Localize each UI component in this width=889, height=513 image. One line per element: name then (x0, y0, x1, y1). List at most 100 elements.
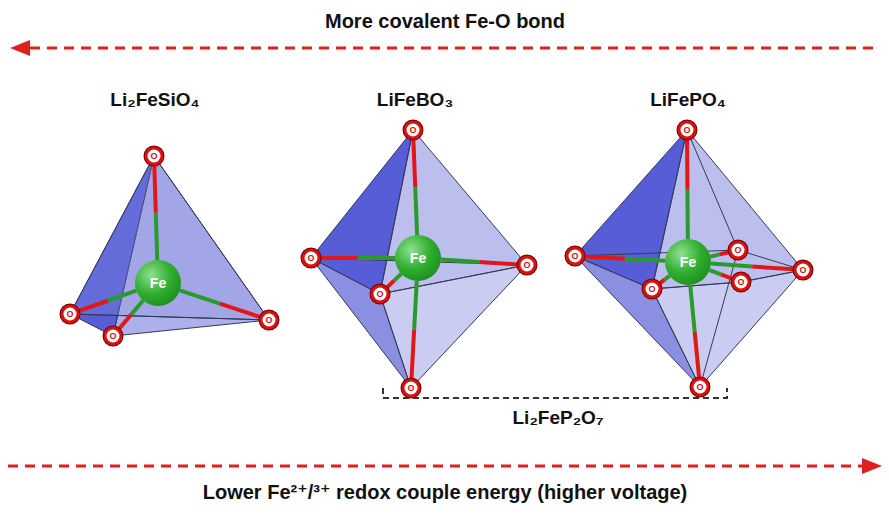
oxygen-atom: O (402, 379, 421, 398)
fe-o-bond (321, 258, 396, 259)
bond-segment (584, 257, 624, 259)
oxygen-atom: O (678, 121, 697, 140)
fe-o-bond (710, 252, 728, 256)
fe-o-bond (710, 270, 733, 279)
oxygen-atom: O (302, 249, 321, 268)
bond-segment (108, 291, 137, 301)
atom-symbol: O (571, 252, 578, 261)
bond-segment (625, 259, 665, 261)
bond-segment (79, 301, 108, 311)
atom-symbol: O (407, 384, 414, 393)
bond-segment (711, 264, 752, 267)
iron-atom: Fe (665, 239, 711, 285)
atom-symbol: O (696, 383, 703, 392)
bond-segment (180, 290, 220, 303)
bond-segment (131, 301, 143, 315)
atom-symbol: Fe (410, 250, 426, 266)
bond-segment (720, 252, 729, 254)
bond-segment (119, 315, 131, 329)
bond-segment (441, 259, 479, 261)
fe-o-bond (660, 276, 670, 284)
bond-segment (660, 280, 665, 284)
compound-label: LiFeBO₃ (377, 89, 453, 111)
bond-segment (710, 254, 719, 256)
oxygen-atom: O (145, 147, 164, 166)
oxygen-atom: O (260, 311, 279, 330)
fe-o-bond (441, 259, 518, 264)
bond-segment (156, 213, 157, 260)
dashed-bracket (383, 388, 727, 398)
bond-segment (415, 187, 417, 235)
atom-symbol: O (265, 316, 272, 325)
fe-o-bond (584, 257, 665, 261)
atom-symbol: O (799, 266, 806, 275)
oxygen-atom: O (404, 121, 423, 140)
iron-atom: Fe (135, 260, 181, 306)
bond-segment (154, 165, 155, 212)
bond-segment (358, 256, 395, 260)
bond-segment (710, 270, 721, 274)
fe-o-bond (387, 274, 401, 288)
bond-segment (690, 285, 694, 331)
trend-label: More covalent Fe-O bond (325, 10, 565, 33)
oxygen-atom: O (643, 280, 662, 299)
iron-atom: Fe (395, 235, 441, 281)
bond-segment (665, 276, 670, 280)
bond-segment (721, 274, 732, 278)
fe-o-bond (119, 301, 143, 329)
oxygen-atom: O (566, 247, 585, 266)
bond-segment (685, 189, 689, 239)
atom-symbol: O (376, 290, 383, 299)
oxygen-atom: O (691, 378, 710, 397)
bond-segment (685, 139, 689, 189)
fe-o-bond (79, 291, 136, 311)
top-arrow (10, 40, 880, 56)
oxygen-atom: O (732, 273, 751, 292)
atom-symbol: O (737, 278, 744, 287)
compound-label: Li₂FeSiO₄ (110, 89, 199, 111)
trend-label: Lower Fe²⁺/³⁺ redox couple energy (highe… (203, 480, 688, 504)
bond-segment (414, 281, 417, 330)
bottom-arrow (8, 458, 882, 474)
fe-o-bond (412, 281, 417, 379)
bond-segment (413, 139, 415, 187)
fe-o-bond (687, 139, 689, 239)
atom-symbol: O (734, 246, 741, 255)
fe-o-bond (154, 165, 157, 260)
oxygen-atom: O (104, 327, 123, 346)
oxygen-atom: O (371, 285, 390, 304)
atom-symbol: O (150, 152, 157, 161)
atom-symbol: O (683, 126, 690, 135)
atom-symbol: O (109, 332, 116, 341)
atom-symbol: O (307, 254, 314, 263)
octahedron-phosphate (575, 130, 803, 387)
bond-segment (394, 274, 401, 281)
compound-label: Li₂FeP₂O₇ (509, 407, 608, 429)
atom-symbol: O (409, 126, 416, 135)
fe-o-bond (711, 264, 794, 270)
atom-symbol: O (66, 310, 73, 319)
atom-symbol: O (523, 261, 530, 270)
oxygen-atom: O (61, 305, 80, 324)
fe-o-bond (690, 285, 699, 378)
atom-symbol: Fe (150, 275, 166, 291)
compound-label: LiFePO₄ (650, 89, 726, 111)
atom-symbol: O (648, 285, 655, 294)
oxygen-atom: O (729, 241, 748, 260)
tetrahedron (70, 156, 269, 336)
fe-o-bond (180, 290, 260, 317)
bond-segment (695, 331, 699, 377)
bond-segment (220, 304, 260, 317)
atom-symbol: Fe (680, 254, 696, 270)
oxygen-atom: O (794, 261, 813, 280)
oxygen-atom: O (518, 256, 537, 275)
bond-segment (321, 256, 358, 260)
fe-o-bond (413, 139, 417, 235)
bond-segment (412, 330, 415, 379)
bond-segment (479, 262, 517, 264)
octahedron-borate (311, 130, 527, 388)
bond-segment (752, 266, 793, 269)
bond-segment (387, 281, 394, 288)
